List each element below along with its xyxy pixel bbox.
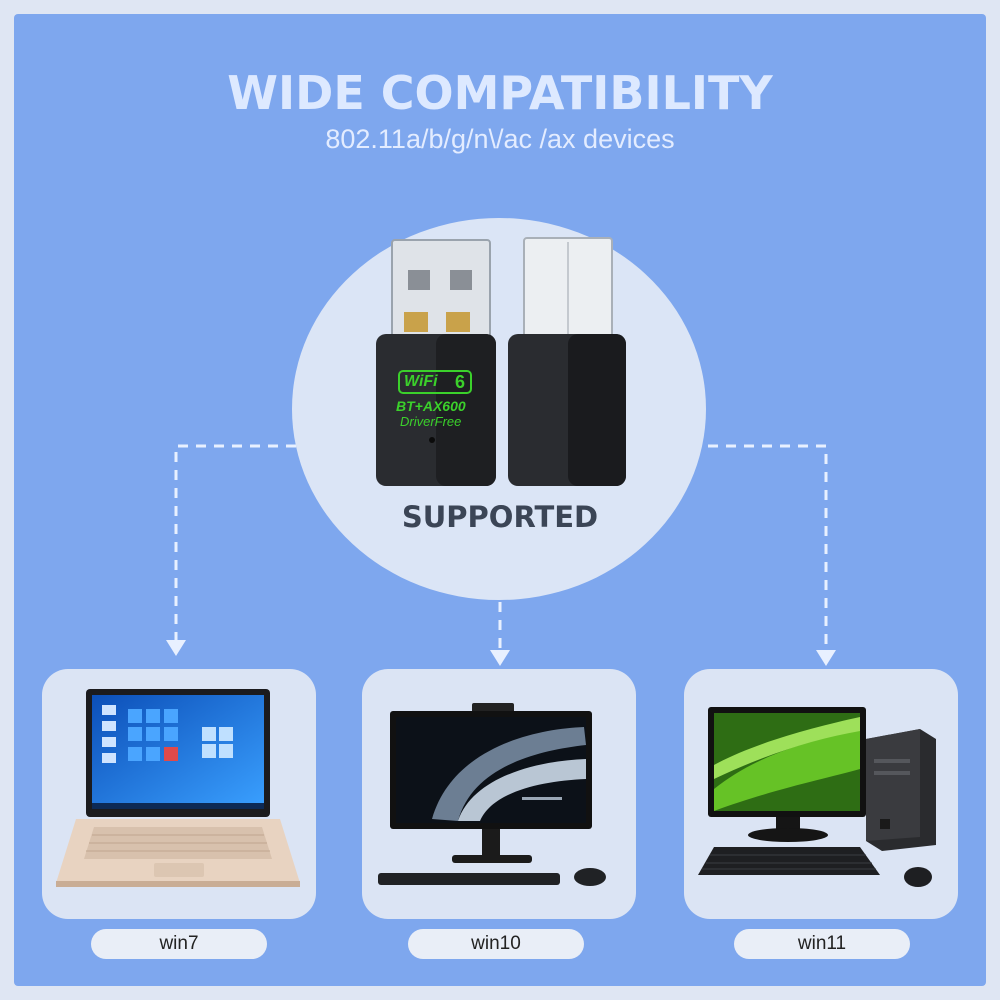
os-label-win7: win7: [91, 929, 267, 959]
dongle-badge-left: WiFi: [404, 373, 438, 390]
supported-circle: [292, 218, 706, 600]
dongle-driver-text: DriverFree: [400, 414, 462, 429]
monitor-icon: [378, 703, 606, 886]
os-label-win10: win10: [408, 929, 584, 959]
page-title: WIDE COMPATIBILITY: [227, 66, 773, 120]
desktop-tower-icon: [698, 707, 936, 887]
os-label-win11: win11: [734, 929, 910, 959]
page-subtitle: 802.11a/b/g/n\/ac /ax devices: [325, 124, 675, 154]
dongle-model-text: BT+AX600: [396, 398, 466, 414]
laptop-icon: [56, 689, 300, 887]
device-card-win11: [684, 669, 958, 919]
device-card-win7: [42, 669, 316, 919]
dongle-wifi-badge: WiFi 6: [398, 370, 472, 394]
supported-label: SUPPORTED: [401, 500, 599, 534]
dongle-badge-right: 6: [454, 372, 465, 392]
device-card-win10: [362, 669, 636, 919]
